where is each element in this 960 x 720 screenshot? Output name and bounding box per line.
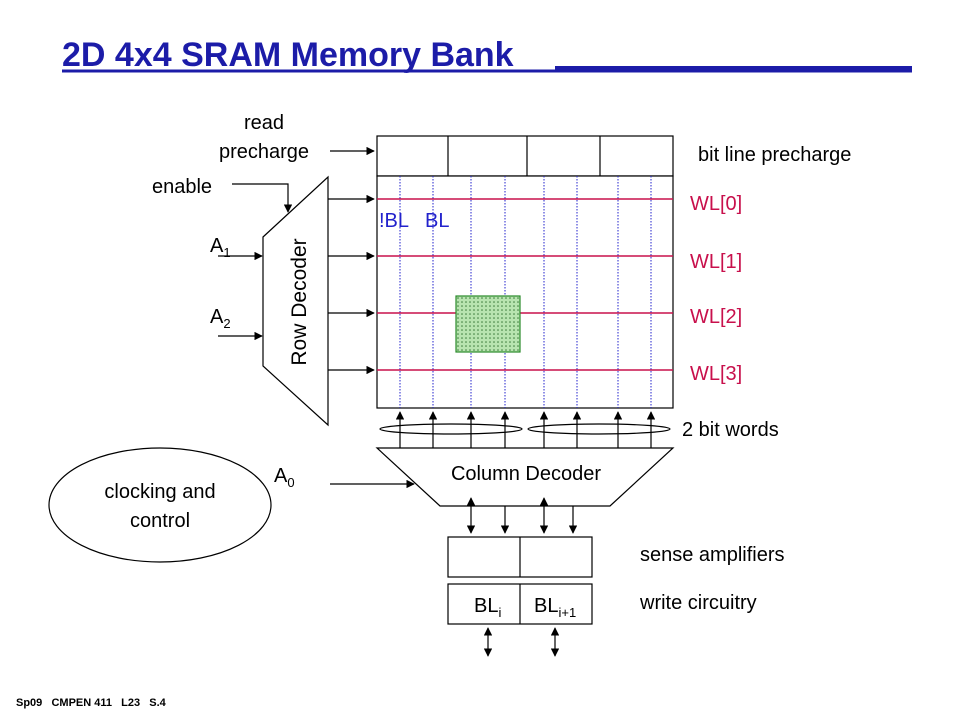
output-arrows (483, 627, 560, 657)
slide-title: 2D 4x4 SRAM Memory Bank (62, 36, 514, 74)
row-decoder-label: Row Decoder (288, 238, 311, 365)
word-group-ellipse-right (527, 423, 671, 435)
word-lines (377, 198, 673, 371)
clocking-label: clocking and (104, 481, 215, 503)
a2-label: A2 (210, 306, 231, 331)
bl-i-label: BLi (474, 595, 501, 620)
wl2-label: WL[2] (690, 306, 742, 328)
column-to-sense-arrows (466, 497, 578, 534)
bl-label: BL (425, 210, 449, 232)
word-group-ellipse-left (379, 423, 523, 435)
a0-label: A0 (274, 465, 295, 490)
sense-amplifiers-block (447, 536, 593, 578)
wl0-label: WL[0] (690, 193, 742, 215)
enable-arrow (232, 183, 293, 213)
precharge-label: precharge (219, 141, 309, 163)
bl-i1-label: BLi+1 (534, 595, 576, 620)
bit-line-precharge-label: bit line precharge (698, 144, 851, 166)
clocking-control-block (48, 447, 272, 563)
wl3-label: WL[3] (690, 363, 742, 385)
column-decoder-label: Column Decoder (451, 463, 601, 485)
read-label: read (244, 112, 284, 134)
memory-array (376, 175, 674, 409)
wl1-label: WL[1] (690, 251, 742, 273)
slide-footer: Sp09 CMPEN 411 L23 S.4 (16, 697, 167, 709)
bit-line-precharge-block (376, 135, 674, 177)
two-bit-words-label: 2 bit words (682, 419, 779, 441)
sense-amplifiers-label: sense amplifiers (640, 544, 785, 566)
decoder-output-arrows (328, 194, 375, 375)
control-label: control (130, 510, 190, 532)
write-circuitry-label: write circuitry (639, 592, 757, 614)
write-circuitry-block (447, 583, 593, 625)
a1-label: A1 (210, 235, 231, 260)
sram-cell-highlight (455, 295, 521, 353)
column-decoder-block (375, 447, 675, 507)
not-bl-label: !BL (379, 210, 409, 232)
row-decoder-block (262, 175, 329, 427)
enable-label: enable (152, 176, 212, 198)
